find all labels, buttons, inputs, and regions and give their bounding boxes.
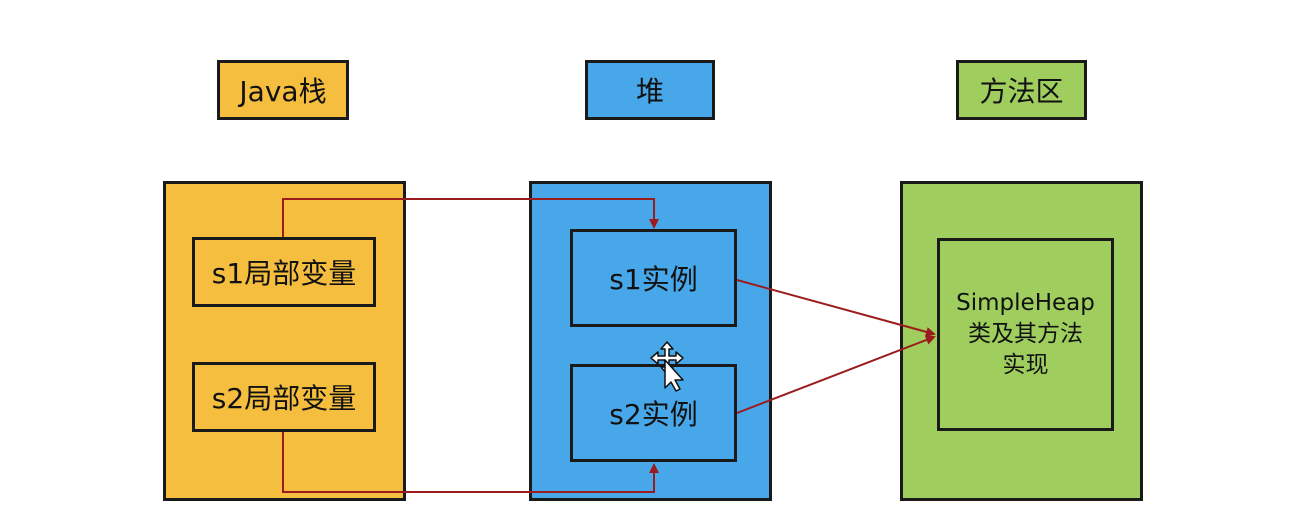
- heap-title: 堆: [585, 60, 715, 120]
- s1-local-variable-label: s1局部变量: [211, 257, 357, 290]
- class-desc-line: 类及其方法: [968, 320, 1083, 347]
- s2-instance-label: s2实例: [609, 398, 698, 431]
- s1-local-variable: s1局部变量: [192, 237, 376, 307]
- method-area-title: 方法区: [956, 60, 1087, 120]
- method-area-title-text: 方法区: [979, 75, 1064, 108]
- java-stack-title: Java栈: [217, 60, 349, 120]
- class-impl-line: 实现: [1002, 352, 1049, 379]
- java-stack-region: [163, 181, 406, 501]
- heap-title-text: 堆: [635, 75, 664, 108]
- s2-local-variable: s2局部变量: [192, 362, 376, 432]
- s2-local-variable-label: s2局部变量: [211, 382, 357, 415]
- java-stack-title-text: Java栈: [239, 75, 327, 108]
- s1-instance-label: s1实例: [609, 263, 698, 296]
- class-implementation: SimpleHeap 类及其方法 实现: [937, 238, 1114, 431]
- s1-instance: s1实例: [570, 229, 737, 327]
- move-cursor-icon: [650, 341, 684, 392]
- class-name-line: SimpleHeap: [956, 289, 1095, 316]
